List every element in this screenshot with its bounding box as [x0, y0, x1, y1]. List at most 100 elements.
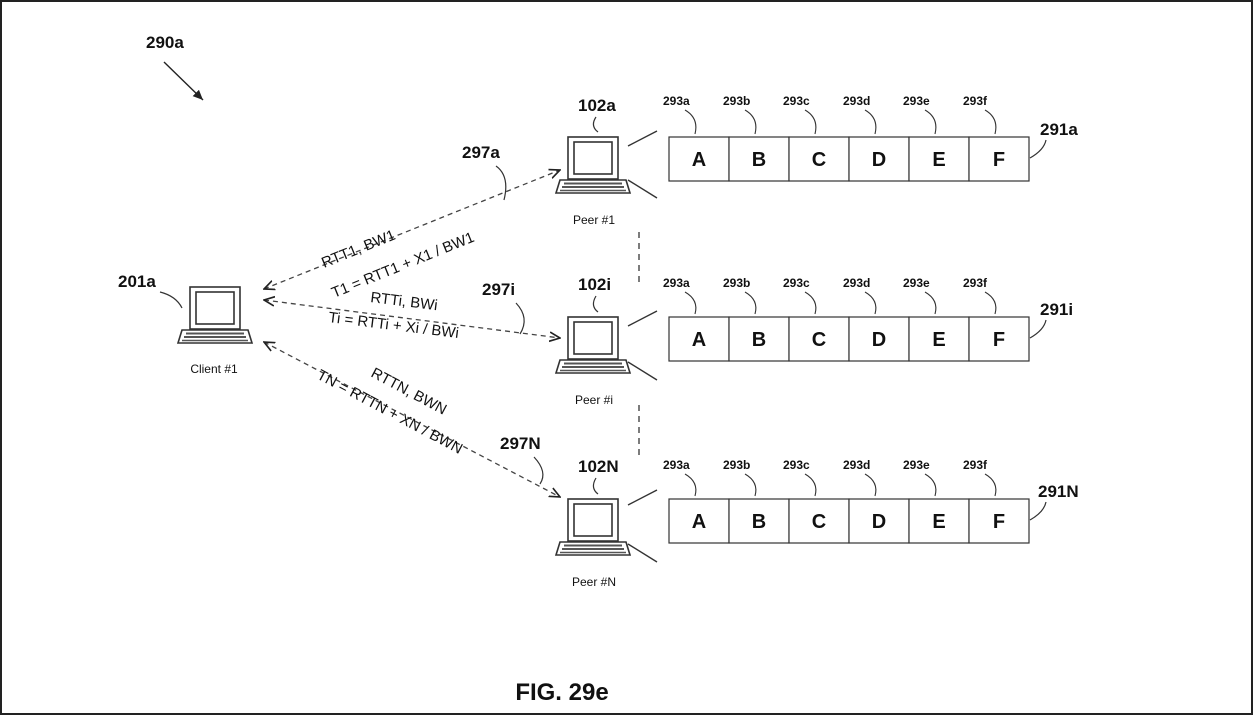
chunk-letter-a-d: D: [872, 149, 886, 171]
chunk-cell-i-c: [788, 316, 850, 362]
chunk-ref-i-3: 293d: [843, 276, 870, 290]
link-peer-a-arrow: [264, 170, 560, 289]
link-peer-n: RTTN, BWN TN = RTTN + XN / BWN 297N: [264, 342, 560, 497]
chunk-ref-a-0: 293a: [663, 94, 690, 108]
chunk-letter-n-b: B: [752, 511, 766, 533]
chunk-cell-i-f: [968, 316, 1030, 362]
link-peer-a-ref: 297a: [462, 143, 500, 162]
chunk-letter-n-e: E: [932, 511, 945, 533]
chunk-cell-a-f: [968, 136, 1030, 182]
chunk-leader-n-0: [684, 473, 697, 497]
client-laptop-icon: [177, 286, 253, 344]
chunk-letter-a-b: B: [752, 149, 766, 171]
chunk-cell-i-d: [848, 316, 910, 362]
peer-n-laptop-icon: [555, 498, 631, 556]
chunk-leader-i-5: [984, 291, 997, 315]
chunk-leader-a-1: [744, 109, 757, 135]
peer-n-ref-label: 102N: [578, 457, 619, 476]
chunk-letter-n-c: C: [812, 511, 826, 533]
figure-caption: FIG. 29e: [515, 679, 608, 706]
peer-i-laptop-icon: [555, 316, 631, 374]
link-peer-n-ref: 297N: [500, 434, 541, 453]
chunk-ref-a-5: 293f: [963, 94, 988, 108]
chunk-leader-n-5: [984, 473, 997, 497]
peer-n-chunks-leader: [1029, 501, 1047, 521]
chunk-letter-n-f: F: [993, 511, 1005, 533]
chunk-leader-a-4: [924, 109, 937, 135]
chunk-cell-i-a: [668, 316, 730, 362]
chunk-letter-n-d: D: [872, 511, 886, 533]
peer-a-bracket-bottom: [627, 179, 658, 199]
chunk-letter-i-c: C: [812, 329, 826, 351]
peer-i-bracket-bottom: [627, 361, 658, 381]
peer-n-bracket-bottom: [627, 543, 658, 563]
chunk-leader-a-5: [984, 109, 997, 135]
chunk-leader-n-3: [864, 473, 877, 497]
link-peer-a-lower-text: T1 = RTT1 + X1 / BW1: [329, 229, 477, 302]
peer-n-chunks-ref: 291N: [1038, 482, 1079, 501]
peer-a-ref-label: 102a: [578, 96, 616, 115]
chunk-letter-i-f: F: [993, 329, 1005, 351]
chunk-ref-n-3: 293d: [843, 458, 870, 472]
chunk-letter-i-d: D: [872, 329, 886, 351]
chunk-letter-a-c: C: [812, 149, 826, 171]
peer-n-leader-line: [592, 477, 599, 495]
peer-i-ref-label: 102i: [578, 275, 611, 294]
chunk-cell-n-d: [848, 498, 910, 544]
chunk-leader-i-2: [804, 291, 817, 315]
chunk-letter-i-e: E: [932, 329, 945, 351]
peer-a-laptop-icon: [555, 136, 631, 194]
chunk-ref-i-2: 293c: [783, 276, 810, 290]
peer-i-bracket-top: [627, 310, 658, 327]
link-peer-n-leader: [533, 456, 544, 485]
chunk-ref-a-1: 293b: [723, 94, 750, 108]
link-peer-i-ref: 297i: [482, 280, 515, 299]
link-peer-a-leader: [495, 165, 507, 201]
chunk-ref-a-2: 293c: [783, 94, 810, 108]
chunk-ref-a-3: 293d: [843, 94, 870, 108]
chunk-letter-a-e: E: [932, 149, 945, 171]
chunk-cell-a-e: [908, 136, 970, 182]
chunk-cell-a-c: [788, 136, 850, 182]
link-peer-a: RTT1, BW1 T1 = RTT1 + X1 / BW1 297a: [264, 143, 560, 302]
peer-n-caption: Peer #N: [572, 575, 616, 589]
chunk-cell-a-a: [668, 136, 730, 182]
peer-i-caption: Peer #i: [575, 393, 613, 407]
chunk-cell-a-b: [728, 136, 790, 182]
peer-n-node: 102N Peer #N A293aB293bC293cD293dE293eF2…: [555, 457, 1079, 589]
peer-a-bracket-top: [627, 130, 658, 147]
chunk-ref-n-1: 293b: [723, 458, 750, 472]
peer-a-chunks-ref: 291a: [1040, 120, 1078, 139]
chunk-letter-n-a: A: [692, 511, 706, 533]
link-peer-i-leader: [515, 302, 525, 335]
chunk-ref-i-5: 293f: [963, 276, 988, 290]
peer-a-node: 102a Peer #1 A293aB293bC293cD293dE293eF2…: [555, 94, 1078, 227]
figure-ref-label: 290a: [146, 33, 184, 52]
chunk-letter-a-a: A: [692, 149, 706, 171]
chunk-leader-i-1: [744, 291, 757, 315]
chunk-ref-n-2: 293c: [783, 458, 810, 472]
chunk-ref-a-4: 293e: [903, 94, 930, 108]
chunk-letter-i-b: B: [752, 329, 766, 351]
chunk-leader-a-0: [684, 109, 697, 135]
chunk-ref-i-1: 293b: [723, 276, 750, 290]
chunk-letter-a-f: F: [993, 149, 1005, 171]
link-peer-i: RTTi, BWi Ti = RTTi + Xi / BWi 297i: [264, 280, 560, 342]
chunk-ref-n-4: 293e: [903, 458, 930, 472]
chunk-ref-i-0: 293a: [663, 276, 690, 290]
chunk-leader-i-0: [684, 291, 697, 315]
client-caption: Client #1: [190, 362, 238, 376]
link-peer-i-lower-text: Ti = RTTi + Xi / BWi: [328, 309, 460, 342]
peer-a-chunks-leader: [1029, 139, 1047, 159]
peer-a-leader-line: [592, 116, 599, 133]
chunk-ref-n-5: 293f: [963, 458, 988, 472]
chunk-cell-n-a: [668, 498, 730, 544]
chunk-cell-n-f: [968, 498, 1030, 544]
chunk-letter-i-a: A: [692, 329, 706, 351]
